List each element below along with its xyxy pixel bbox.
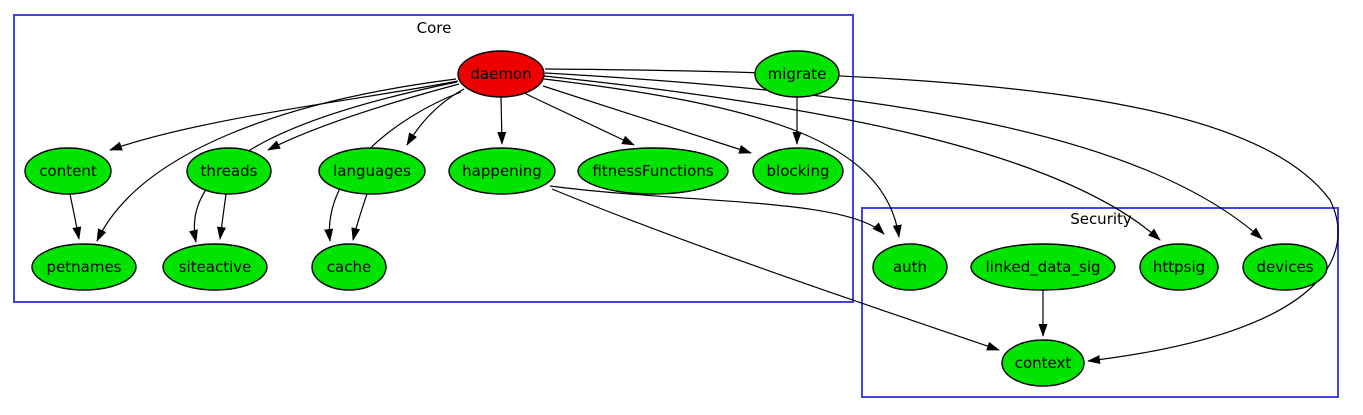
node-cache-label: cache	[327, 258, 371, 276]
node-auth-shape	[872, 243, 948, 291]
cluster-security: Security	[861, 207, 1339, 398]
node-daemon-label: daemon	[470, 65, 531, 83]
node-httpsig-shape	[1139, 243, 1219, 291]
edge-daemon-blocking	[542, 85, 752, 154]
node-httpsig-label: httpsig	[1153, 258, 1205, 276]
node-languages: languages	[318, 147, 426, 195]
cluster-security-label: Security	[1070, 210, 1132, 228]
node-daemon-shape	[457, 50, 545, 98]
edge-daemon-siteactive	[189, 81, 458, 243]
node-context-label: context	[1015, 354, 1072, 372]
node-siteactive-shape	[162, 243, 268, 291]
edge-daemon-context	[544, 68, 1339, 365]
node-petnames-label: petnames	[47, 258, 122, 276]
edge-daemon-devices	[544, 72, 1263, 240]
nodes: daemon migrate content threads languages…	[24, 50, 1328, 387]
node-linked_data_sig: linked_data_sig	[970, 243, 1116, 291]
node-fitnessFunctions-label: fitnessFunctions	[592, 162, 713, 180]
node-blocking-label: blocking	[767, 162, 830, 180]
cluster-core-label: Core	[417, 19, 452, 37]
node-happening-shape	[448, 147, 556, 195]
edge-content-petnames	[69, 193, 82, 240]
edge-happening-context	[551, 188, 1000, 351]
edge-daemon-petnames	[96, 78, 457, 242]
node-threads-shape	[186, 147, 272, 195]
node-daemon: daemon	[457, 50, 545, 98]
node-threads: threads	[186, 147, 272, 195]
edge-daemon-content	[109, 80, 459, 151]
node-petnames-shape	[31, 243, 137, 291]
node-linked_data_sig-shape	[970, 243, 1116, 291]
node-threads-label: threads	[201, 162, 258, 180]
node-devices: devices	[1242, 243, 1328, 291]
node-migrate-label: migrate	[768, 65, 827, 83]
node-languages-shape	[318, 147, 426, 195]
node-happening: happening	[448, 147, 556, 195]
node-context-shape	[1001, 339, 1085, 387]
node-content: content	[24, 147, 112, 195]
edge-happening-auth	[549, 185, 885, 235]
node-httpsig: httpsig	[1139, 243, 1219, 291]
edge-daemon-languages	[406, 88, 465, 146]
node-blocking-shape	[752, 147, 844, 195]
node-cache-shape	[311, 243, 387, 291]
node-fitnessFunctions-shape	[577, 147, 729, 195]
node-auth-label: auth	[893, 258, 927, 276]
node-happening-label: happening	[462, 162, 542, 180]
edge-daemon-threads	[267, 83, 460, 151]
node-cache: cache	[311, 243, 387, 291]
node-auth: auth	[872, 243, 948, 291]
node-migrate-shape	[754, 50, 840, 98]
cluster-security-border	[861, 207, 1339, 398]
edges	[69, 68, 1339, 365]
edge-daemon-httpsig	[543, 75, 1161, 241]
node-devices-shape	[1242, 243, 1328, 291]
node-migrate: migrate	[754, 50, 840, 98]
node-content-shape	[24, 147, 112, 195]
edge-languages-cache	[351, 193, 368, 241]
node-linked_data_sig-label: linked_data_sig	[985, 258, 1100, 277]
edge-daemon-fitnessFunctions	[523, 92, 635, 146]
node-petnames: petnames	[31, 243, 137, 291]
node-content-label: content	[39, 162, 97, 180]
cluster-core-border	[13, 14, 854, 303]
edge-threads-siteactive	[217, 193, 227, 240]
cluster-core: Core	[13, 14, 854, 303]
node-context: context	[1001, 339, 1085, 387]
node-blocking: blocking	[752, 147, 844, 195]
node-fitnessFunctions: fitnessFunctions	[577, 147, 729, 195]
edge-daemon-happening	[497, 96, 507, 145]
node-devices-label: devices	[1256, 258, 1313, 276]
node-siteactive-label: siteactive	[179, 258, 252, 276]
node-siteactive: siteactive	[162, 243, 268, 291]
node-languages-label: languages	[333, 162, 411, 180]
